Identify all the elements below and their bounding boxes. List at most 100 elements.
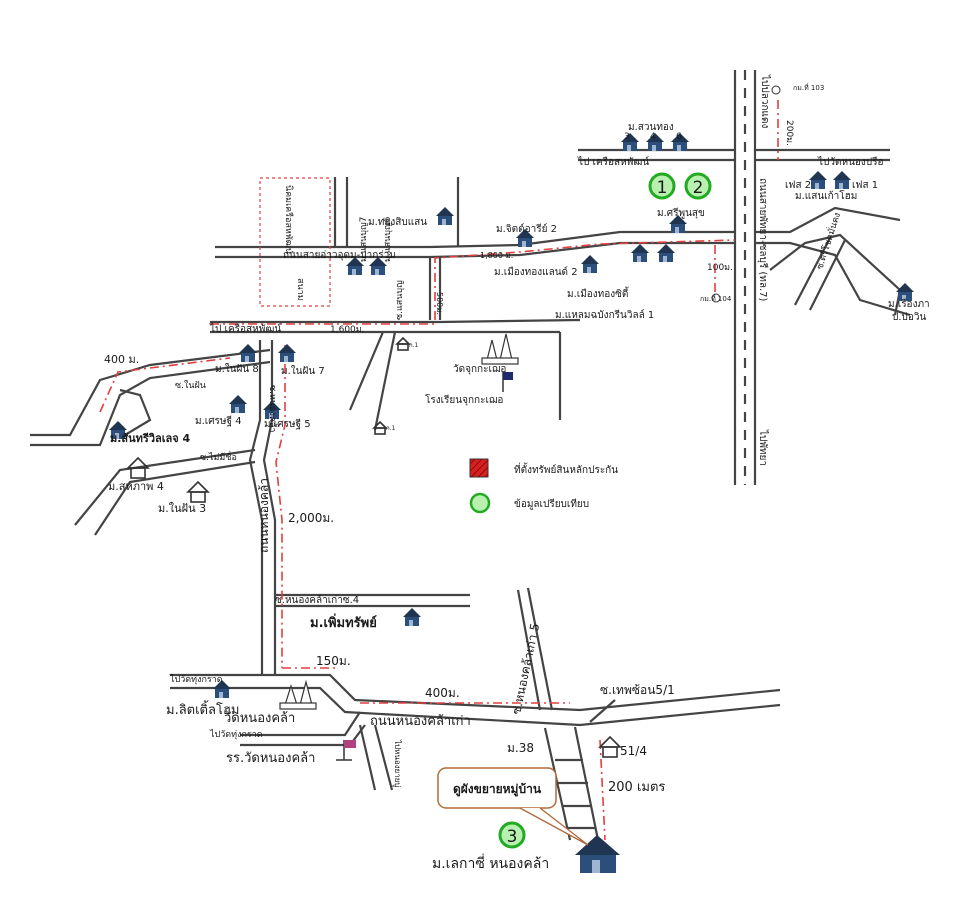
svg-text:ไปวัดทุ่งกราด: ไปวัดทุ่งกราด — [169, 674, 223, 685]
road-bottom-down — [358, 724, 394, 791]
svg-text:ม.ทองสิบแสน: ม.ทองสิบแสน — [368, 217, 427, 228]
svg-text:ม.จิตต์อารีย์ 2: ม.จิตต์อารีย์ 2 — [496, 223, 557, 235]
svg-text:ม.เศรษฐี 4: ม.เศรษฐี 4 — [195, 415, 242, 427]
svg-text:ซ.ในฝัน: ซ.ในฝัน — [175, 380, 206, 391]
target-house-icon — [575, 835, 620, 873]
svg-text:ม.ลิตเติ้ลโฮม: ม.ลิตเติ้ลโฮม — [166, 700, 239, 718]
label-to-pluak-daeng: ไปปลวกแดง — [759, 74, 771, 128]
svg-text:ม.แสนเก้าโฮม: ม.แสนเก้าโฮม — [795, 189, 857, 202]
svg-text:200 เมตร: 200 เมตร — [608, 780, 665, 795]
house-icon — [229, 395, 247, 413]
label-nong-khla-road: ถนนหนองคล้า — [257, 478, 271, 553]
label-to-kruea: ไป เครือสหพัฒน์ — [577, 156, 649, 168]
svg-text:ม.แสนบุญ6: ม.แสนบุญ6 — [383, 216, 393, 262]
house-icon — [278, 344, 296, 362]
svg-text:กม.ที่ 104: กม.ที่ 104 — [700, 294, 732, 303]
label-thepsathon: ซ.เทพซ้อน5/1 — [600, 683, 675, 697]
industrial-area — [259, 177, 331, 307]
svg-text:ม.เรืองภา: ม.เรืองภา — [888, 298, 930, 310]
house-icon — [581, 255, 599, 273]
svg-text:ม.เพิ่มทรัพย์: ม.เพิ่มทรัพย์ — [310, 613, 377, 631]
road-lane-plots — [555, 758, 596, 830]
comparison-marker-2[interactable]: 2 — [684, 172, 712, 200]
svg-text:6: 6 — [676, 132, 682, 142]
svg-text:ม.38: ม.38 — [507, 741, 534, 755]
road-mid-a — [210, 318, 581, 324]
svg-text:51/4: 51/4 — [620, 744, 647, 758]
road-west-c — [74, 448, 256, 526]
comparison-marker-1[interactable]: 1 — [648, 172, 676, 200]
house-icon — [833, 171, 851, 189]
road-nongkhla-b — [262, 340, 277, 675]
svg-text:1: 1 — [657, 178, 668, 198]
svg-text:โรงเรียนจุกกะเฌอ: โรงเรียนจุกกะเฌอ — [425, 393, 503, 406]
legend: ที่ตั้งทรัพย์สินหลักประกัน ข้อมูลเปรียบเ… — [469, 458, 618, 514]
legend-compare-label: ข้อมูลเปรียบเทียบ — [514, 498, 589, 510]
route-200 — [599, 739, 606, 841]
route-upper — [434, 239, 736, 320]
svg-text:400ม.: 400ม. — [425, 686, 460, 700]
house-icon — [403, 608, 421, 626]
svg-text:1,800 ม.: 1,800 ม. — [480, 251, 513, 260]
svg-text:ป.บ่อวิน: ป.บ่อวิน — [892, 312, 926, 323]
svg-text:ม.ศรีพูนสุข: ม.ศรีพูนสุข — [657, 207, 705, 219]
school-flag-icon — [336, 740, 356, 761]
svg-text:ซ.หนองคล้าเก่า 5: ซ.หนองคล้าเก่า 5 — [509, 622, 542, 716]
svg-text:2: 2 — [693, 178, 704, 198]
svg-text:วัดจุกกะเฌอ: วัดจุกกะเฌอ — [453, 364, 506, 375]
svg-text:ซ.หนองคล้าเก่าซ.4: ซ.หนองคล้าเก่าซ.4 — [275, 594, 359, 606]
road-soi-tri — [794, 237, 846, 311]
route-nongkhla — [275, 345, 286, 668]
svg-text:ซ.แสนบุญ: ซ.แสนบุญ — [395, 280, 405, 320]
road-soi5 — [516, 587, 554, 711]
svg-text:นิคมเครือสหพัฒน์: นิคมเครือสหพัฒน์ — [283, 185, 295, 254]
svg-text:ม.ในฝัน 7: ม.ในฝัน 7 — [281, 365, 325, 377]
road-soi4 — [275, 593, 470, 608]
svg-text:ไปหนองยายบู่: ไปหนองยายบู่ — [392, 739, 402, 788]
svg-text:ก.1: ก.1 — [409, 342, 419, 349]
svg-text:ม.สันทรีวิลเลจ 4: ม.สันทรีวิลเลจ 4 — [110, 432, 191, 445]
svg-text:200ม.: 200ม. — [784, 120, 794, 146]
label-suan-thong: ม.สวนทอง — [628, 122, 674, 133]
route-lines — [99, 100, 779, 841]
comparison-marker-3[interactable]: 3 — [498, 821, 526, 849]
school-flag-icon — [502, 372, 513, 392]
callout-box[interactable]: ดูผังขยายหมู่บ้าน — [437, 767, 589, 846]
svg-text:1,600ม.: 1,600ม. — [330, 325, 365, 335]
km-marker-icon — [711, 85, 781, 303]
svg-text:500ม.: 500ม. — [435, 292, 444, 315]
route-west — [99, 357, 231, 413]
svg-text:ม.เมืองทองแลนด์ 2: ม.เมืองทองแลนด์ 2 — [494, 266, 578, 278]
svg-text:ก.1: ก.1 — [386, 425, 396, 432]
svg-text:100ม.: 100ม. — [707, 263, 733, 273]
road-west-b — [30, 360, 271, 447]
svg-text:3: 3 — [507, 827, 518, 847]
road-small-soi — [348, 331, 397, 431]
svg-text:ม.เศรษฐี 5: ม.เศรษฐี 5 — [264, 418, 311, 430]
temple-icon — [279, 679, 317, 710]
svg-text:ม.ในฝัน 3: ม.ในฝัน 3 — [158, 502, 206, 515]
road-network — [30, 70, 911, 841]
house-outline-icon — [126, 336, 622, 758]
road-east-a — [755, 206, 901, 234]
svg-text:ดูผังขยายหมู่บ้าน: ดูผังขยายหมู่บ้าน — [453, 782, 542, 797]
road-west-d — [94, 460, 256, 536]
svg-text:400 ม.: 400 ม. — [104, 353, 139, 366]
temple-icon — [481, 333, 519, 365]
road-bottom-b — [170, 686, 781, 727]
house-icon — [657, 244, 675, 262]
svg-text:ม.ในฝัน 8: ม.ในฝัน 8 — [215, 363, 259, 375]
legend-asset-label: ที่ตั้งทรัพย์สินหลักประกัน — [514, 462, 618, 476]
road-east-c — [769, 233, 902, 316]
svg-text:กม.ที่ 103: กม.ที่ 103 — [793, 83, 824, 92]
label-sai-sam: ถนนสายอ่าวอุดม-ปากร่วม — [283, 250, 396, 261]
house-icon — [809, 171, 827, 189]
road-v3 — [428, 257, 442, 320]
label-to-pattaya: ไปพัทยา — [757, 429, 769, 466]
svg-text:ไป เครือสหพัฒน์: ไป เครือสหพัฒน์ — [209, 323, 281, 335]
svg-text:ม.เมืองทองซิตี้: ม.เมืองทองซิตี้ — [567, 286, 630, 300]
label-to-wat-nong-prue: ไปวัดหนองปรือ — [817, 156, 884, 168]
road-west-a — [30, 348, 271, 437]
legend-asset-swatch — [469, 458, 489, 478]
